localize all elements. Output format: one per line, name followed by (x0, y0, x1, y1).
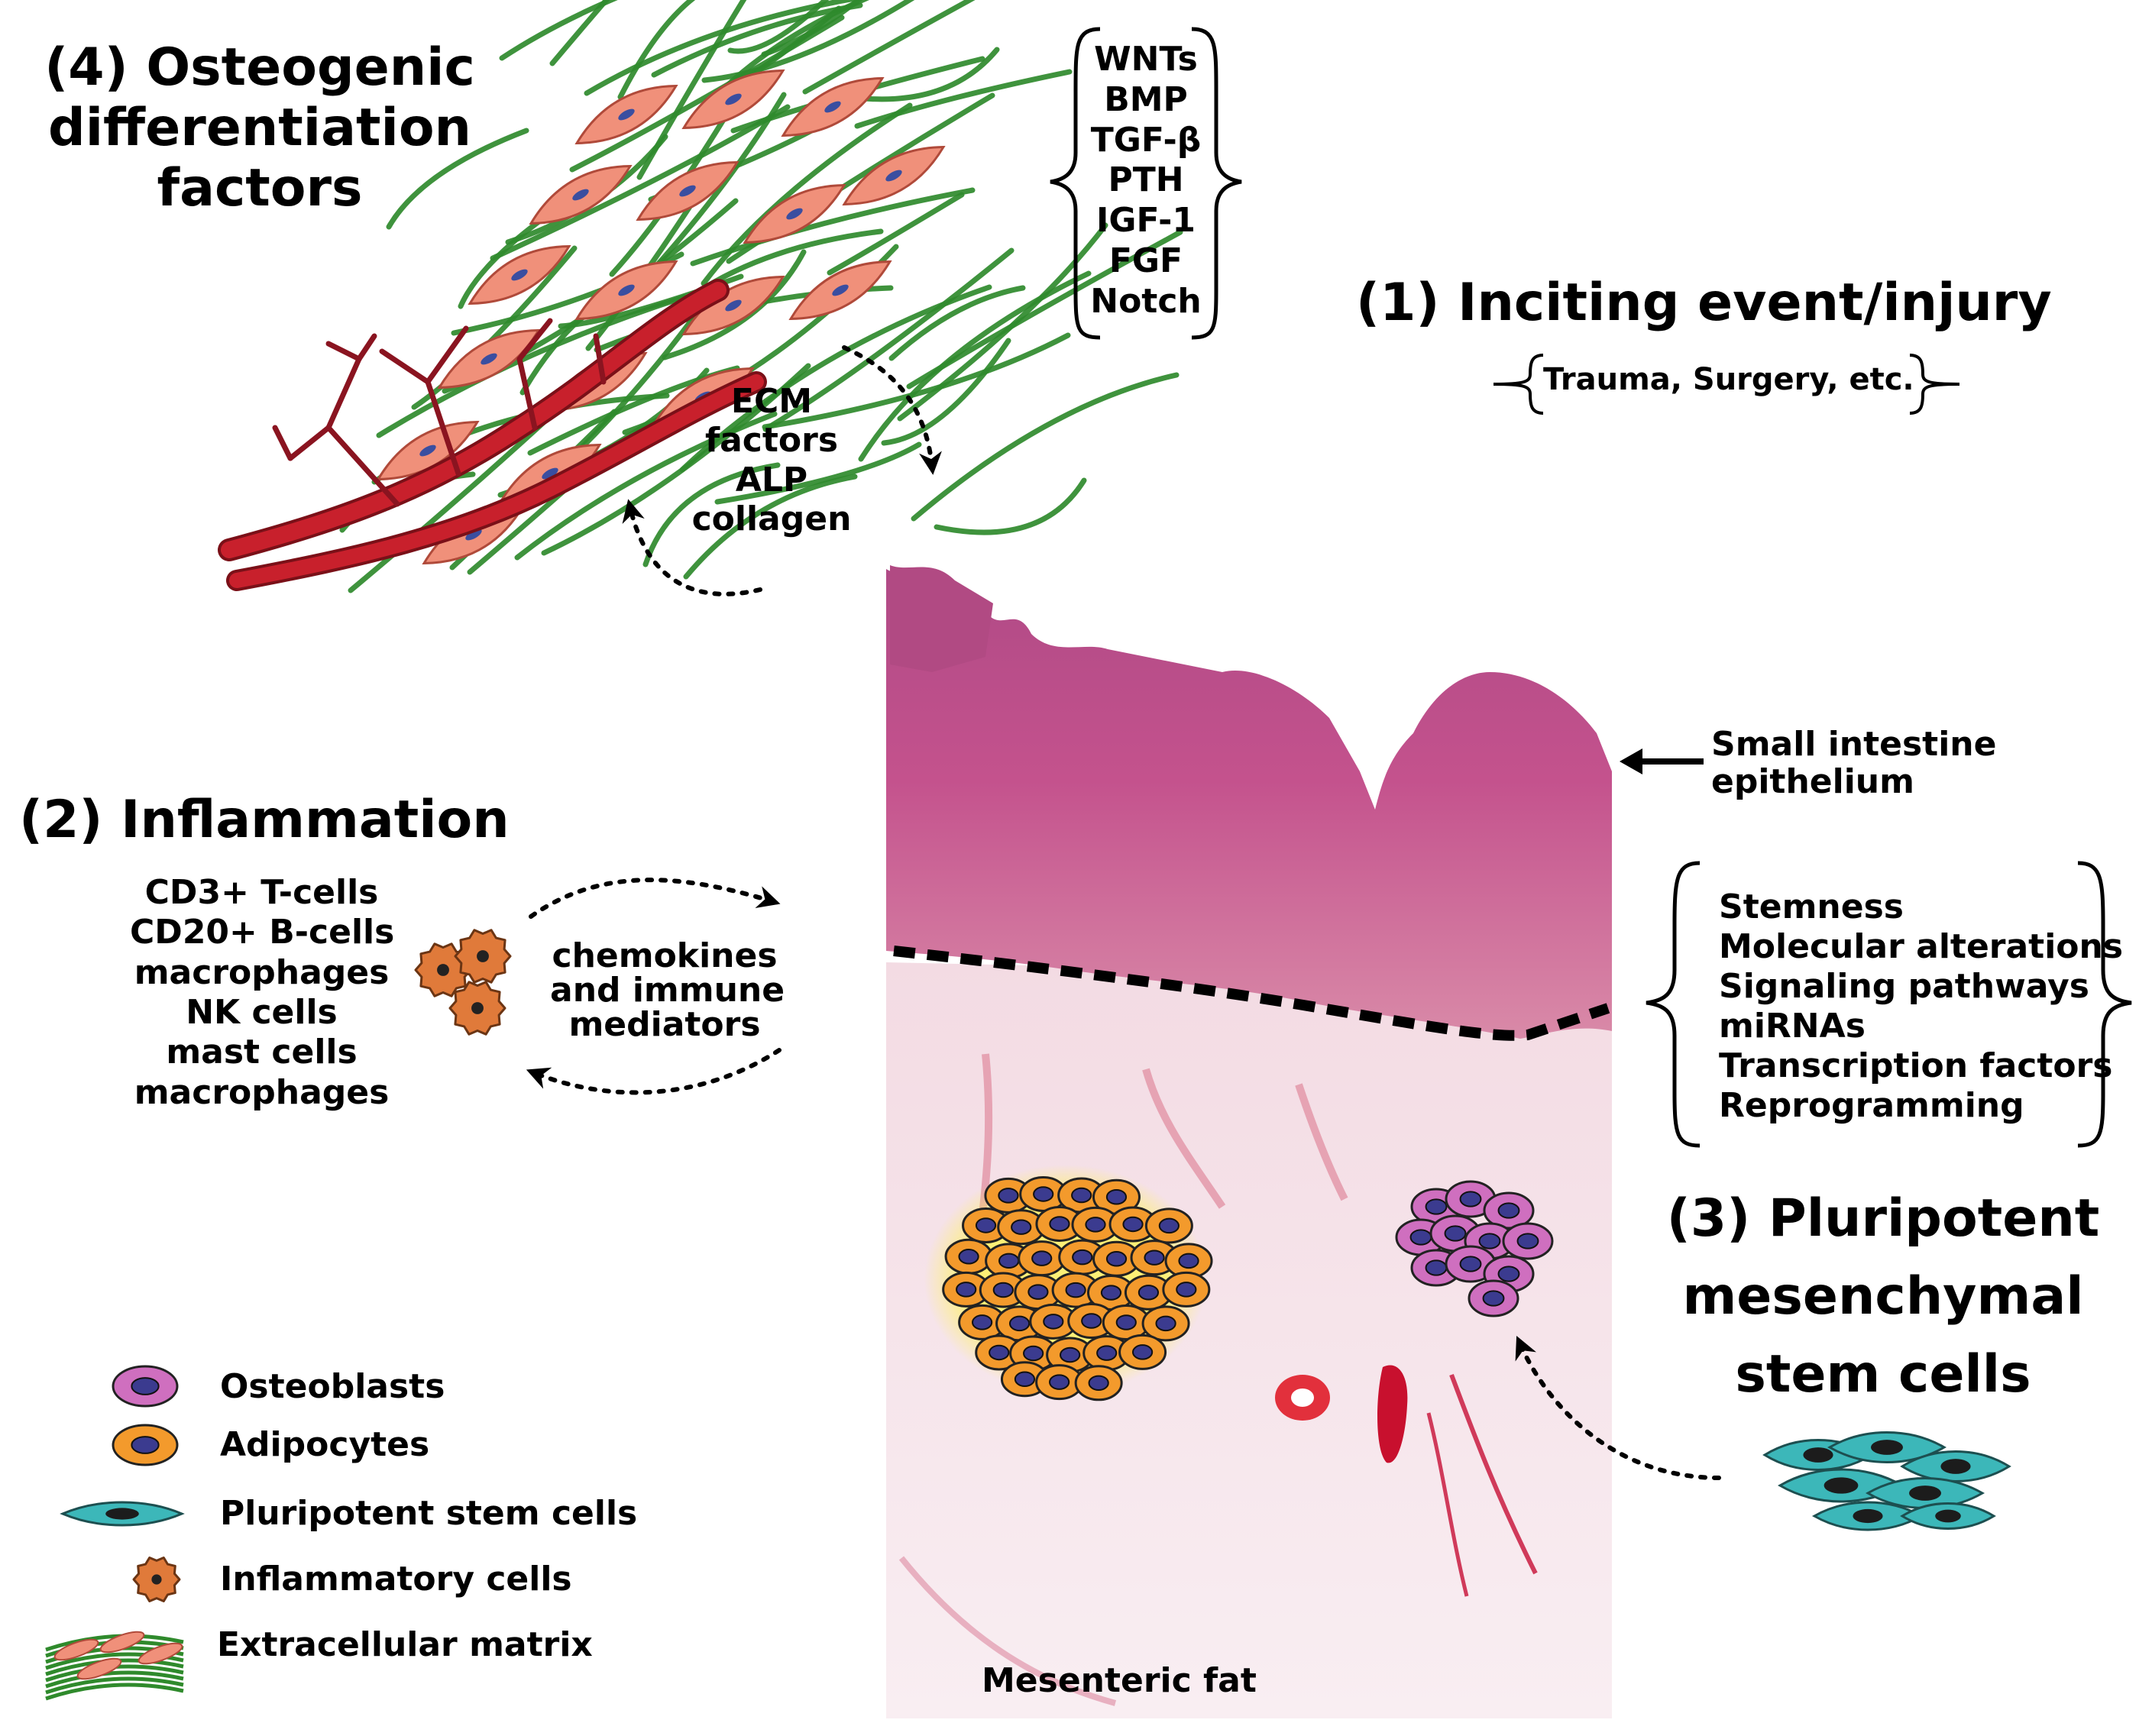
osteogenic-factors-title: (4) Osteogenic differentiation factors (44, 37, 475, 218)
immune-mediators-label: chemokines and immune mediators (550, 936, 785, 1044)
epithelium-arrow (1620, 748, 1704, 774)
inflammation-title: (2) Inflammation (19, 790, 510, 850)
legend-label-extracellular-matrix: Extracellular matrix (217, 1625, 593, 1664)
adipocyte (1067, 1303, 1116, 1340)
extracellular-matrix-icon (45, 1631, 184, 1701)
stem-cells-title: (3) Pluripotent mesenchymal stem cells (1666, 1188, 2100, 1405)
ecm-factors-label: ECM factors ALP collagen (691, 382, 852, 539)
mechanisms-brace (1646, 861, 2132, 1148)
inciting-event-examples: Trauma, Surgery, etc. (1543, 362, 1914, 397)
stem-cell-icon (60, 1501, 185, 1527)
mesenteric-fat-label: Mesenteric fat (982, 1661, 1257, 1700)
legend-label-adipocytes: Adipocytes (220, 1425, 430, 1464)
adipocyte (1162, 1271, 1211, 1308)
osteoblast-icon (112, 1365, 179, 1408)
stem-cell (1900, 1502, 1996, 1530)
matrix-cell (468, 244, 571, 305)
stem-cells-cluster (1762, 1431, 2011, 1531)
adipocyte-icon (112, 1424, 179, 1466)
matrix-cell (437, 328, 541, 390)
adipocyte (944, 1238, 993, 1275)
legend-icons (45, 1365, 185, 1701)
inflammatory-cell (448, 981, 506, 1036)
osteoblast (1502, 1222, 1554, 1260)
epithelium-label: Small intestine epithelium (1711, 725, 1997, 802)
legend-label-stem-cells: Pluripotent stem cells (220, 1494, 638, 1533)
adipocyte (1102, 1304, 1150, 1340)
adipocyte (1118, 1334, 1167, 1370)
adipocyte (975, 1334, 1024, 1371)
stem-cell (1827, 1431, 1947, 1463)
factors-brace (1050, 27, 1242, 340)
matrix-cell (574, 84, 678, 145)
adipocyte (1108, 1206, 1157, 1243)
adipocyte (1144, 1207, 1193, 1244)
osteoblast-cluster (1395, 1180, 1554, 1317)
matrix-cell (781, 76, 885, 137)
adipocyte (1000, 1361, 1049, 1398)
inflammatory-cell-icon (132, 1557, 181, 1602)
legend-label-inflammatory-cells: Inflammatory cells (220, 1560, 572, 1599)
matrix-cell (681, 69, 785, 130)
adipocyte (1074, 1365, 1123, 1401)
histology-section (886, 565, 1612, 1718)
adipocyte (1018, 1240, 1066, 1277)
osteoblast (1445, 1245, 1497, 1283)
inciting-event-title: (1) Inciting event/injury (1356, 273, 2052, 333)
matrix-cell (574, 260, 678, 321)
inciting-brace (1493, 354, 1960, 415)
adipocyte (1082, 1335, 1131, 1372)
matrix-cell (529, 164, 633, 225)
adipocyte-cluster (924, 1165, 1213, 1401)
extracellular-matrix-illustration (218, 0, 1183, 593)
matrix-cell (743, 183, 846, 244)
inflammatory-cells-cluster (414, 929, 512, 1036)
osteoblast (1445, 1180, 1497, 1218)
legend-label-osteoblasts: Osteoblasts (220, 1367, 445, 1406)
adipocyte (1071, 1206, 1120, 1243)
factors-list: WNTs BMP TGF-β PTH IGF-1 FGF Notch (1090, 40, 1202, 321)
osteoblast (1468, 1279, 1519, 1317)
matrix-cell (788, 260, 892, 321)
adipocyte (979, 1272, 1027, 1308)
matrix-cell (842, 145, 946, 206)
adipocyte (1141, 1305, 1190, 1342)
matrix-cell (636, 160, 739, 221)
mechanisms-list: Stemness Molecular alterations Signaling… (1719, 887, 2124, 1125)
stem-cell (1865, 1477, 1985, 1509)
osteoblast (1483, 1191, 1535, 1230)
inflammatory-cell (454, 929, 512, 984)
dotted-arrows (526, 345, 1721, 1480)
inflammatory-cell-types: CD3+ T-cells CD20+ B-cells macrophages N… (130, 873, 395, 1112)
